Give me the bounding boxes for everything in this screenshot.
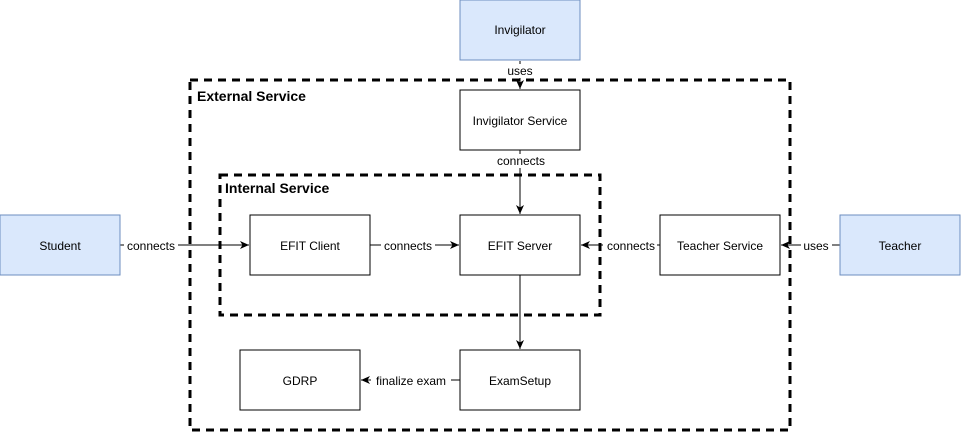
edge-label-invigilator-service-connects: connects [497, 154, 545, 168]
efit-client-label: EFIT Client [280, 239, 340, 253]
internal-service-title: Internal Service [225, 180, 329, 196]
invigilator-node[interactable]: Invigilator [459, 0, 581, 61]
exam-setup-node[interactable]: ExamSetup [459, 349, 581, 411]
invigilator-service-node[interactable]: Invigilator Service [459, 89, 581, 151]
invigilator-label: Invigilator [494, 23, 545, 37]
teacher-label: Teacher [879, 239, 922, 253]
external-service-group [188, 78, 792, 432]
edge-label-teacher-service-connects: connects [607, 239, 655, 253]
teacher-service-node[interactable]: Teacher Service [659, 214, 781, 276]
edge-label-finalize-exam: finalize exam [376, 374, 446, 388]
edge-label-invigilator-uses: uses [507, 64, 532, 78]
teacher-service-label: Teacher Service [677, 239, 763, 253]
edge-label-client-connects: connects [384, 239, 432, 253]
efit-server-label: EFIT Server [488, 239, 552, 253]
exam-setup-label: ExamSetup [489, 374, 551, 388]
student-node[interactable]: Student [0, 214, 121, 276]
gdrp-node[interactable]: GDRP [239, 349, 361, 411]
edge-label-teacher-uses: uses [803, 239, 828, 253]
efit-client-node[interactable]: EFIT Client [249, 214, 371, 276]
gdrp-label: GDRP [283, 374, 318, 388]
efit-server-node[interactable]: EFIT Server [459, 214, 581, 276]
student-label: Student [39, 239, 81, 253]
edge-label-student-connects: connects [127, 239, 175, 253]
teacher-node[interactable]: Teacher [839, 214, 961, 276]
external-service-title: External Service [197, 88, 306, 104]
invigilator-service-label: Invigilator Service [473, 114, 568, 128]
